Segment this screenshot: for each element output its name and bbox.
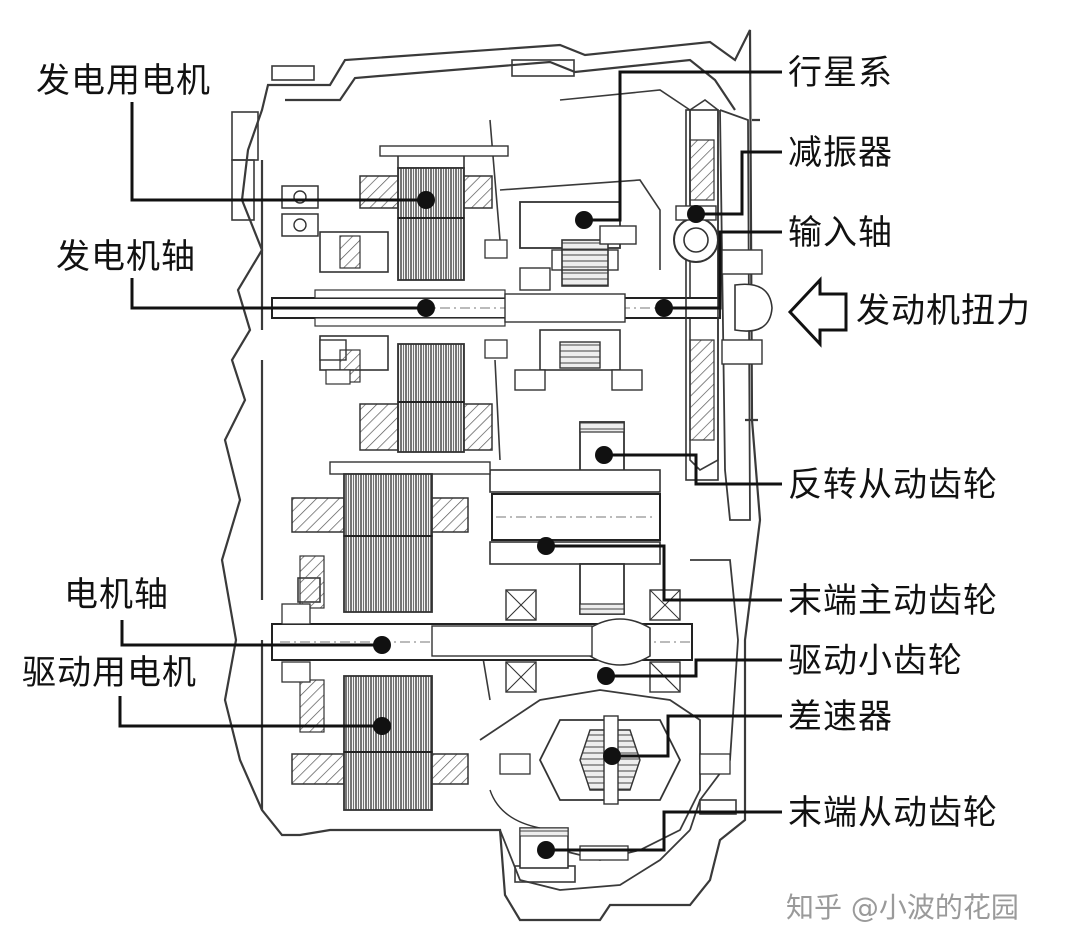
label-final-drive-gear: 末端主动齿轮 xyxy=(788,581,998,621)
damper-drawing xyxy=(673,109,773,481)
dot-final-driven-gear xyxy=(537,841,555,859)
counter-gears-drawing xyxy=(489,421,681,693)
leader-drive-pinion xyxy=(606,658,782,678)
housing xyxy=(220,29,762,922)
leader-reverse-driven-gear xyxy=(604,453,782,486)
label-drive-pinion: 驱动小齿轮 xyxy=(788,641,963,681)
leader-input-shaft xyxy=(664,230,782,310)
dot-generator-motor xyxy=(417,191,435,209)
label-final-driven-gear: 末端从动齿轮 xyxy=(788,793,998,833)
generator-motor-drawing xyxy=(281,145,509,453)
planetary-drawing xyxy=(484,201,643,391)
leader-lines xyxy=(118,70,782,852)
label-reverse-driven-gear: 反转从动齿轮 xyxy=(788,465,998,505)
label-differential: 差速器 xyxy=(788,697,893,737)
shafts xyxy=(271,289,721,666)
drive-motor-drawing xyxy=(281,461,491,811)
leader-motor-shaft xyxy=(120,620,382,647)
leader-final-driven-gear xyxy=(546,810,782,852)
dot-planetary xyxy=(575,211,593,229)
dot-differential xyxy=(603,747,621,765)
leader-planetary xyxy=(584,70,782,222)
leader-dots xyxy=(373,191,705,859)
dot-motor-shaft xyxy=(373,636,391,654)
leader-generator-shaft xyxy=(130,278,426,310)
label-drive-motor: 驱动用电机 xyxy=(22,653,197,693)
leader-final-drive-gear xyxy=(546,544,782,602)
dot-drive-pinion xyxy=(597,667,615,685)
label-motor-shaft: 电机轴 xyxy=(64,575,169,615)
label-planetary: 行星系 xyxy=(788,53,893,93)
leader-damper xyxy=(696,150,782,216)
label-generator-shaft: 发电机轴 xyxy=(56,237,196,277)
leader-generator-motor xyxy=(130,102,426,202)
differential-drawing xyxy=(489,715,731,869)
leader-drive-motor xyxy=(118,696,382,728)
engine-torque-arrow-icon xyxy=(787,276,848,348)
leader-differential xyxy=(612,714,782,758)
label-damper: 减振器 xyxy=(788,133,893,173)
dot-drive-motor xyxy=(373,717,391,735)
watermark: 知乎 @小波的花园 xyxy=(786,891,1019,924)
label-generator-motor: 发电用电机 xyxy=(36,61,211,101)
dot-final-drive-gear xyxy=(537,537,555,555)
dot-damper xyxy=(687,205,705,223)
label-input-shaft: 输入轴 xyxy=(788,213,893,253)
dot-reverse-driven-gear xyxy=(595,446,613,464)
dot-input-shaft xyxy=(655,299,673,317)
dot-generator-shaft xyxy=(417,299,435,317)
label-engine-torque: 发动机扭力 xyxy=(856,291,1031,331)
